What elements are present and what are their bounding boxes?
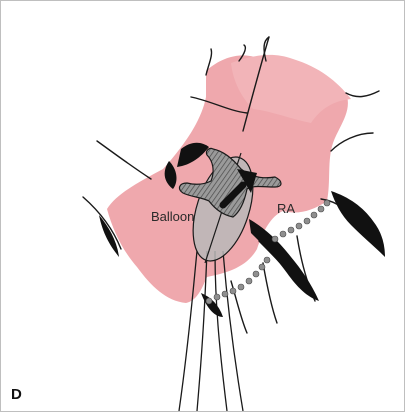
ra-label: RA xyxy=(277,201,295,216)
balloon-label: Balloon xyxy=(151,209,194,224)
panel-letter: D xyxy=(11,387,22,402)
